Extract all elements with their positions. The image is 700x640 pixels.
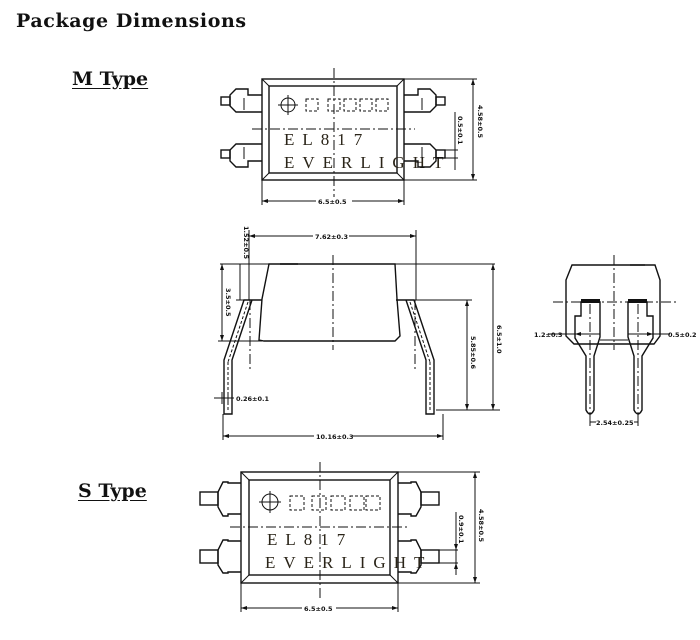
m-dim-width: 6.5±0.5	[318, 198, 347, 206]
m-end-pin-right	[627, 301, 654, 415]
s-marking-line2: EVERLIGHT	[265, 553, 432, 572]
m-dim-body-height: 3.5±0.5	[224, 288, 232, 317]
s-dim-width: 6.5±0.5	[304, 605, 333, 613]
s-type-label: S Type	[78, 480, 147, 502]
page-title: Package Dimensions	[16, 10, 247, 32]
m-type-side-view: 7.62±0.3 1.52±0.5 3.5±0.5 5.85±0.6 6.5±1…	[214, 226, 503, 441]
m-side-lead-left	[223, 299, 262, 415]
m-side-body	[258, 263, 401, 342]
m-dim-lead-span: 10.16±0.3	[316, 433, 354, 441]
m-type-end-view: 1.2±0.3 0.5±0.2 2.54±0.25	[534, 255, 696, 427]
m-dim-top-span: 7.62±0.3	[315, 233, 348, 241]
s-type-top-view: EL817 EVERLIGHT 6.5±0.5 4.58±0.5 0	[199, 462, 485, 613]
m-side-lead-right	[396, 299, 435, 415]
s-pin-left-bottom	[217, 539, 241, 574]
m-dim-lead-length: 5.85±0.6	[469, 336, 477, 369]
m-dim-pin-half: 0.5±0.1	[456, 116, 464, 145]
m-dim-total-height: 6.5±1.0	[495, 325, 503, 354]
m-dim-standoff: 1.52±0.5	[242, 226, 250, 259]
pin1-indicator-icon	[259, 491, 281, 513]
m-type-label: M Type	[72, 68, 149, 90]
m-pin-right-top	[404, 88, 437, 113]
m-marking-line1: EL817	[284, 130, 370, 149]
m-end-dim-pitch: 2.54±0.25	[596, 419, 634, 427]
m-pin-left-bottom	[229, 143, 262, 168]
m-pin-right-bottom	[404, 143, 437, 168]
m-dim-height: 4.58±0.5	[476, 105, 484, 138]
m-dim-lead-thickness: 0.26±0.1	[236, 395, 269, 403]
s-pin-right-top	[398, 481, 422, 517]
s-dim-pin-half: 0.9±0.1	[457, 515, 465, 544]
m-type-top-view: EL817 EVERLIGHT 6.5±0.5 4.58±0.5	[220, 68, 484, 206]
m-end-dim-right: 0.5±0.2	[668, 331, 696, 339]
m-end-dim-left: 1.2±0.3	[534, 331, 562, 339]
pin1-indicator-icon	[278, 95, 298, 115]
s-pin-left-top	[217, 481, 241, 517]
m-pin-left-top	[229, 88, 262, 113]
s-marking-line1: EL817	[267, 530, 353, 549]
m-end-body	[565, 264, 661, 345]
m-marking-line2: EVERLIGHT	[284, 153, 451, 172]
m-end-pin-left	[574, 301, 601, 415]
s-dim-height: 4.58±0.5	[477, 509, 485, 542]
